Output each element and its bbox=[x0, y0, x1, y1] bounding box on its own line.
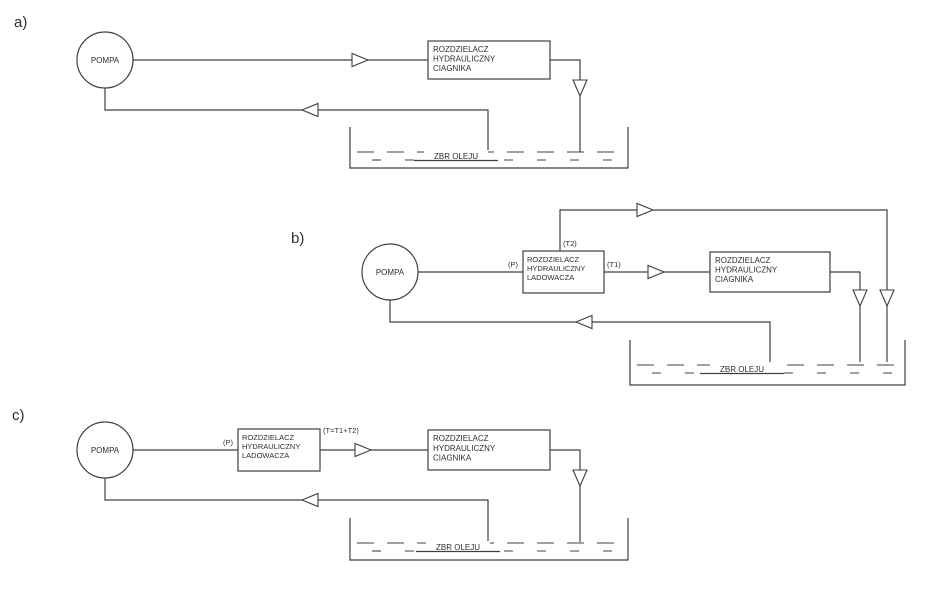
t2-loop-line-b bbox=[559, 209, 888, 362]
loader-distributor-b-line2: HYDRAULICZNY bbox=[527, 264, 585, 273]
section-b-label: b) bbox=[291, 230, 304, 247]
return-line-c bbox=[104, 478, 489, 541]
diagram-b: b) POMPA (P) ROZDZIELACZ HYDRAULICZNY LA… bbox=[291, 202, 906, 386]
pump-label-c: POMPA bbox=[91, 446, 120, 455]
tractor-distributor-a-line1: ROZDZIELACZ bbox=[433, 45, 489, 54]
pump-label-a: POMPA bbox=[91, 56, 120, 65]
diagram-a: a) POMPA ROZDZIELACZ HYDRAULICZNY CIAGNI… bbox=[14, 14, 629, 169]
flow-arrow-left-c bbox=[300, 492, 319, 508]
return-line-b bbox=[389, 300, 771, 362]
flow-arrow-right-c bbox=[354, 442, 373, 458]
tractor-distributor-a-line2: HYDRAULICZNY bbox=[433, 55, 496, 64]
pressure-line-to-tank-b bbox=[830, 271, 861, 362]
section-c-label: c) bbox=[12, 407, 25, 424]
flow-arrow-down-a bbox=[572, 79, 588, 98]
tractor-distributor-c-line2: HYDRAULICZNY bbox=[433, 444, 496, 453]
oil-tank-a bbox=[349, 127, 629, 169]
tank-c-label-bg bbox=[426, 540, 490, 552]
loader-distributor-c-line1: ROZDZIELACZ bbox=[242, 433, 295, 442]
tractor-distributor-c-line3: CIAGNIKA bbox=[433, 454, 472, 463]
loader-distributor-b-line3: LADOWACZA bbox=[527, 273, 574, 282]
tank-c-label: ZBR OLEJU bbox=[436, 543, 480, 552]
pump-label-b: POMPA bbox=[376, 268, 405, 277]
oil-tank-b bbox=[629, 340, 906, 386]
pressure-line-to-tank-c bbox=[550, 449, 581, 542]
flow-arrow-down-c bbox=[572, 469, 588, 488]
tractor-distributor-a-line3: CIAGNIKA bbox=[433, 64, 472, 73]
tractor-distributor-c-line1: ROZDZIELACZ bbox=[433, 434, 489, 443]
port-p-label-c: (P) bbox=[223, 438, 234, 447]
tank-b-label: ZBR OLEJU bbox=[720, 365, 764, 374]
flow-arrow-left-a bbox=[300, 102, 319, 118]
flow-arrow-right-top-b bbox=[636, 202, 655, 218]
flow-arrow-down-left-b bbox=[852, 289, 868, 308]
tractor-distributor-b-line3: CIAGNIKA bbox=[715, 275, 754, 284]
diagram-c: c) POMPA (P) ROZDZIELACZ HYDRAULICZNY LA… bbox=[12, 407, 629, 561]
tractor-distributor-b-line1: ROZDZIELACZ bbox=[715, 256, 771, 265]
flow-arrow-down-right-b bbox=[879, 289, 895, 308]
flow-arrow-right-a bbox=[351, 52, 370, 68]
tank-a-label-bg bbox=[424, 149, 488, 161]
tank-a-label: ZBR OLEJU bbox=[434, 152, 478, 161]
tank-b-label-bg bbox=[710, 362, 774, 374]
port-t1-label-b: (T1) bbox=[607, 260, 621, 269]
port-t-sum-label-c: (T=T1+T2) bbox=[323, 426, 359, 435]
loader-distributor-b-line1: ROZDZIELACZ bbox=[527, 255, 580, 264]
port-t2-label-b: (T2) bbox=[563, 239, 577, 248]
flow-arrow-left-b bbox=[574, 314, 593, 330]
section-a-label: a) bbox=[14, 14, 27, 31]
pressure-line-to-tank-a bbox=[550, 59, 581, 152]
loader-distributor-c-line3: LADOWACZA bbox=[242, 451, 289, 460]
return-line-a bbox=[104, 88, 489, 150]
port-p-label-b: (P) bbox=[508, 260, 519, 269]
flow-arrow-right-mid-b bbox=[647, 264, 666, 280]
oil-tank-c bbox=[349, 518, 629, 561]
tractor-distributor-b-line2: HYDRAULICZNY bbox=[715, 266, 778, 275]
loader-distributor-c-line2: HYDRAULICZNY bbox=[242, 442, 300, 451]
